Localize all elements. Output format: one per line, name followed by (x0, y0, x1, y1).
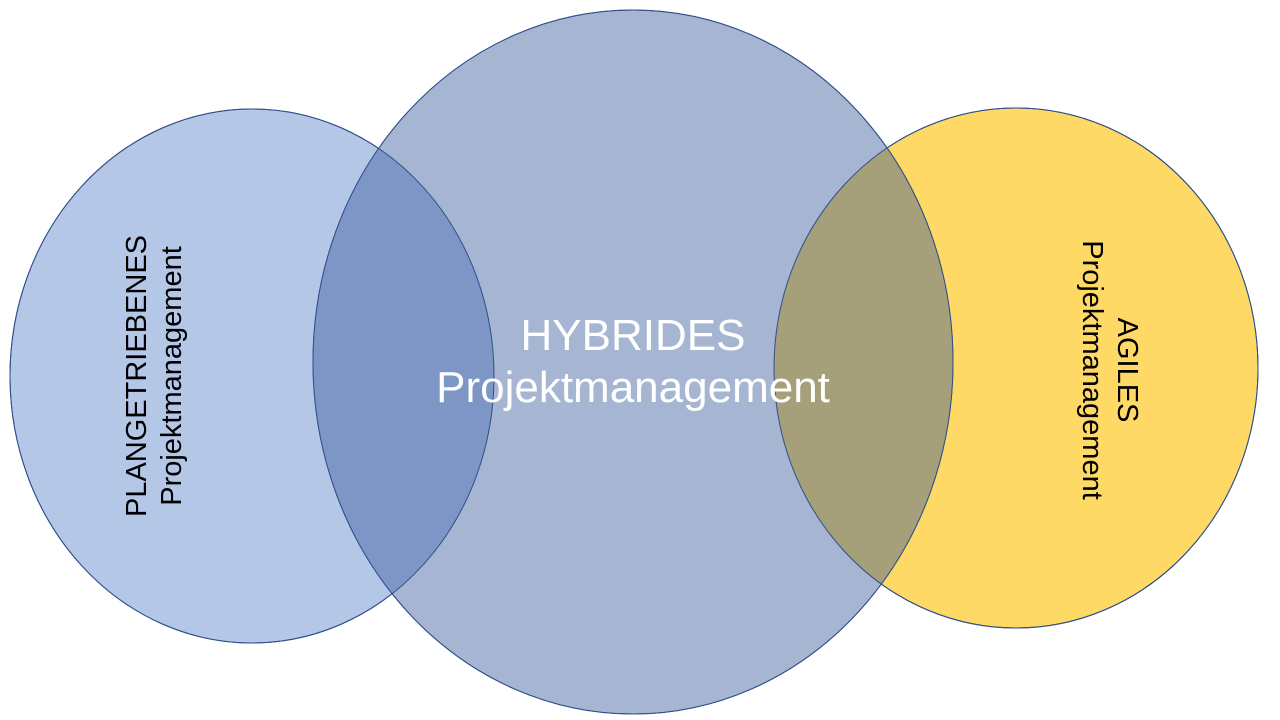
label-plangetriebenes: PLANGETRIEBENES Projektmanagement (120, 235, 190, 517)
label-plangetriebenes-title: PLANGETRIEBENES (121, 234, 153, 518)
circle-hybrides-outline (312, 9, 954, 715)
circle-agiles-outline (773, 107, 1259, 629)
label-agiles-title: AGILES (1111, 317, 1143, 423)
label-plangetriebenes-subtitle: Projektmanagement (156, 246, 188, 506)
circle-plangetriebenes-outline (9, 108, 495, 644)
overlap-plangetriebenes-hybrides (313, 109, 494, 643)
label-hybrides: HYBRIDES Projektmanagement (436, 310, 830, 414)
label-hybrides-title: HYBRIDES (520, 311, 746, 360)
label-agiles-subtitle: Projektmanagement (1076, 240, 1108, 500)
overlap-hybrides-agiles (774, 108, 953, 628)
label-hybrides-subtitle: Projektmanagement (436, 363, 830, 412)
label-agiles: AGILES Projektmanagement (1074, 240, 1144, 500)
